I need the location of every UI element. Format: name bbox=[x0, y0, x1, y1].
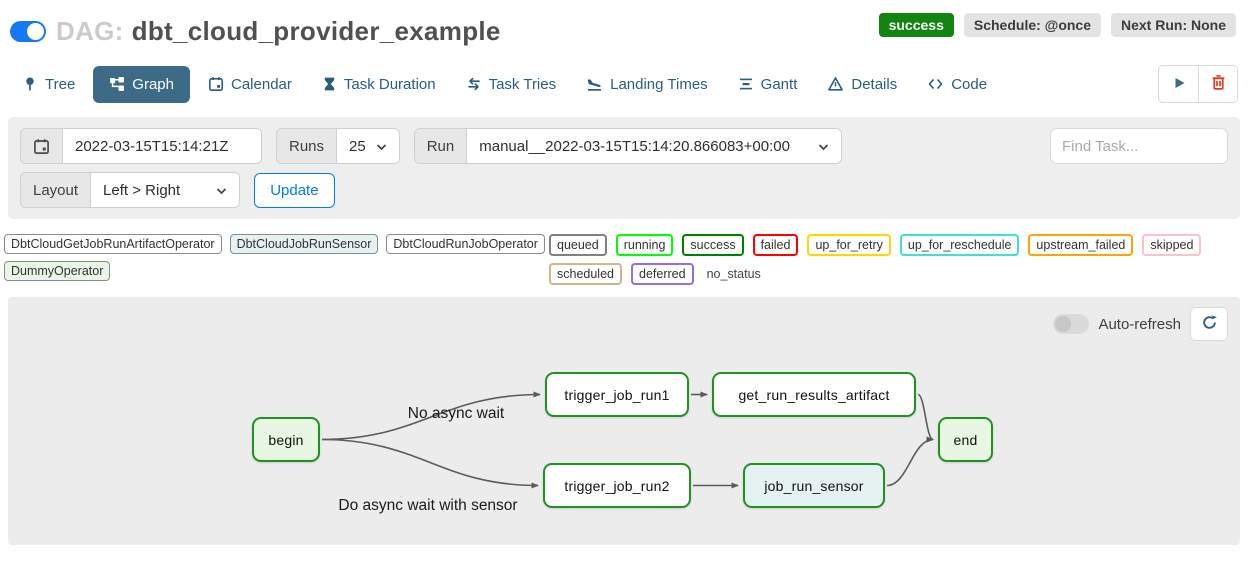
operator-chip[interactable]: DbtCloudRunJobOperator bbox=[386, 234, 545, 254]
edge-job_run_sensor-to-end bbox=[886, 436, 934, 487]
tab-label: Gantt bbox=[760, 75, 798, 93]
play-icon bbox=[1171, 75, 1187, 94]
runs-count-select[interactable]: 25 bbox=[337, 129, 399, 163]
graph-icon bbox=[109, 76, 125, 92]
toggle-knob bbox=[27, 23, 44, 40]
tab-code[interactable]: Code bbox=[915, 67, 999, 102]
refresh-icon bbox=[1201, 314, 1218, 334]
toggle-knob bbox=[1055, 316, 1072, 332]
dag-title: dbt_cloud_provider_example bbox=[131, 16, 501, 46]
auto-refresh-toggle[interactable] bbox=[1053, 314, 1090, 334]
tab-label: Details bbox=[851, 75, 898, 93]
retry-arrows-icon bbox=[466, 76, 482, 92]
status-chip[interactable]: deferred bbox=[631, 263, 694, 285]
task-node-end[interactable]: end bbox=[938, 417, 993, 462]
edge-begin-to-trigger_job_run1 bbox=[321, 391, 541, 441]
dag-pause-toggle[interactable] bbox=[10, 21, 46, 42]
tab-graph[interactable]: Graph bbox=[93, 65, 190, 103]
operator-legend: DbtCloudGetJobRunArtifactOperator DbtClou… bbox=[4, 234, 549, 281]
header-badges: success Schedule: @once Next Run: None bbox=[878, 12, 1236, 37]
update-button[interactable]: Update bbox=[254, 172, 335, 208]
legend: DbtCloudGetJobRunArtifactOperator DbtClou… bbox=[4, 234, 1240, 285]
operator-chip[interactable]: DummyOperator bbox=[4, 261, 111, 281]
status-chip[interactable]: queued bbox=[549, 234, 607, 256]
operator-chip[interactable]: DbtCloudGetJobRunArtifactOperator bbox=[4, 234, 222, 254]
calendar-icon bbox=[208, 76, 224, 92]
layout-direction-select[interactable]: Left > Right bbox=[91, 173, 240, 207]
auto-refresh-controls: Auto-refresh bbox=[1053, 307, 1228, 341]
view-tabbar: Tree Graph Calendar Task Duration Task Tries… bbox=[0, 65, 1248, 103]
status-chip[interactable]: upstream_failed bbox=[1028, 234, 1134, 256]
delete-dag-button[interactable] bbox=[1198, 66, 1237, 102]
status-chip[interactable]: up_for_reschedule bbox=[899, 234, 1020, 256]
layout-label: Layout bbox=[21, 173, 92, 207]
task-node-job_run_sensor[interactable]: job_run_sensor bbox=[743, 463, 885, 508]
tab-gantt[interactable]: Gantt bbox=[726, 67, 810, 102]
chevron-down-icon bbox=[818, 138, 829, 155]
tab-landing-times[interactable]: Landing Times bbox=[574, 67, 720, 102]
tab-label: Tree bbox=[45, 75, 76, 93]
filter-panel: Runs 25 Run manual__2022-03-15T15:14:20.… bbox=[8, 117, 1240, 219]
trash-icon bbox=[1210, 74, 1227, 94]
edge-begin-to-trigger_job_run2 bbox=[321, 438, 539, 489]
status-badge: success bbox=[878, 12, 954, 37]
dag-action-buttons bbox=[1158, 65, 1238, 103]
tab-label: Graph bbox=[132, 75, 174, 93]
status-chip[interactable]: scheduled bbox=[549, 263, 622, 285]
next-run-badge: Next Run: None bbox=[1111, 12, 1236, 37]
task-node-trigger_job_run1[interactable]: trigger_job_run1 bbox=[545, 372, 689, 417]
tree-icon bbox=[22, 76, 38, 92]
layout-group: Layout Left > Right bbox=[20, 172, 241, 208]
run-label: Run bbox=[414, 129, 468, 163]
chevron-down-icon bbox=[376, 138, 387, 155]
find-task-input[interactable] bbox=[1050, 128, 1228, 164]
runs-group: Runs 25 bbox=[276, 128, 400, 164]
runs-label: Runs bbox=[277, 129, 338, 163]
tab-label: Landing Times bbox=[610, 75, 708, 93]
hourglass-icon bbox=[322, 76, 337, 92]
tab-label: Task Tries bbox=[488, 75, 557, 93]
execution-date-input[interactable] bbox=[63, 129, 261, 163]
execution-date-group bbox=[20, 128, 262, 164]
tab-tree[interactable]: Tree bbox=[10, 67, 87, 102]
tabs: Tree Graph Calendar Task Duration Task Tries… bbox=[10, 65, 1005, 103]
status-chip[interactable]: failed bbox=[752, 234, 799, 256]
plane-landing-icon bbox=[586, 76, 603, 92]
calendar-picker-icon[interactable] bbox=[21, 129, 63, 163]
status-legend: queued running success failed up_for_retry up… bbox=[549, 234, 1240, 285]
dag-graph-panel: Auto-refresh begin trigger_job_run1 get_ru… bbox=[8, 297, 1240, 545]
gantt-bars-icon bbox=[738, 76, 754, 92]
edge-label: Do async wait with sensor bbox=[338, 497, 518, 514]
run-group: Run manual__2022-03-15T15:14:20.866083+0… bbox=[413, 128, 842, 164]
tab-task-duration[interactable]: Task Duration bbox=[310, 67, 448, 102]
tab-details[interactable]: Details bbox=[815, 67, 909, 102]
refresh-button[interactable] bbox=[1190, 307, 1228, 341]
dag-run-select[interactable]: manual__2022-03-15T15:14:20.866083+00:00 bbox=[467, 129, 841, 163]
status-chip[interactable]: up_for_retry bbox=[807, 234, 891, 256]
tab-task-tries[interactable]: Task Tries bbox=[454, 67, 569, 102]
triangle-details-icon bbox=[827, 76, 844, 92]
schedule-badge: Schedule: @once bbox=[963, 12, 1101, 37]
tab-label: Calendar bbox=[231, 75, 292, 93]
task-node-get_run_results_artifact[interactable]: get_run_results_artifact bbox=[712, 372, 916, 417]
operator-chip[interactable]: DbtCloudJobRunSensor bbox=[229, 234, 379, 254]
no-status-label: no_status bbox=[706, 267, 761, 281]
auto-refresh-label: Auto-refresh bbox=[1098, 315, 1181, 333]
task-node-begin[interactable]: begin bbox=[252, 417, 320, 462]
status-chip[interactable]: success bbox=[682, 234, 744, 256]
chevron-down-icon bbox=[216, 182, 227, 199]
tab-label: Code bbox=[951, 75, 988, 93]
edge-label: No async wait bbox=[407, 405, 505, 422]
dag-edges bbox=[321, 391, 934, 489]
status-chip[interactable]: skipped bbox=[1142, 234, 1202, 256]
tab-label: Task Duration bbox=[343, 75, 436, 93]
status-chip[interactable]: running bbox=[615, 234, 674, 256]
task-node-trigger_job_run2[interactable]: trigger_job_run2 bbox=[543, 463, 691, 508]
trigger-dag-button[interactable] bbox=[1159, 66, 1198, 102]
edge-get_run_results_artifact-to-end bbox=[917, 393, 934, 443]
dag-header: DAG: dbt_cloud_provider_example success … bbox=[0, 0, 1248, 51]
code-brackets-icon bbox=[927, 76, 944, 92]
dag-prefix-label: DAG: bbox=[56, 16, 124, 46]
tab-calendar[interactable]: Calendar bbox=[196, 67, 304, 102]
